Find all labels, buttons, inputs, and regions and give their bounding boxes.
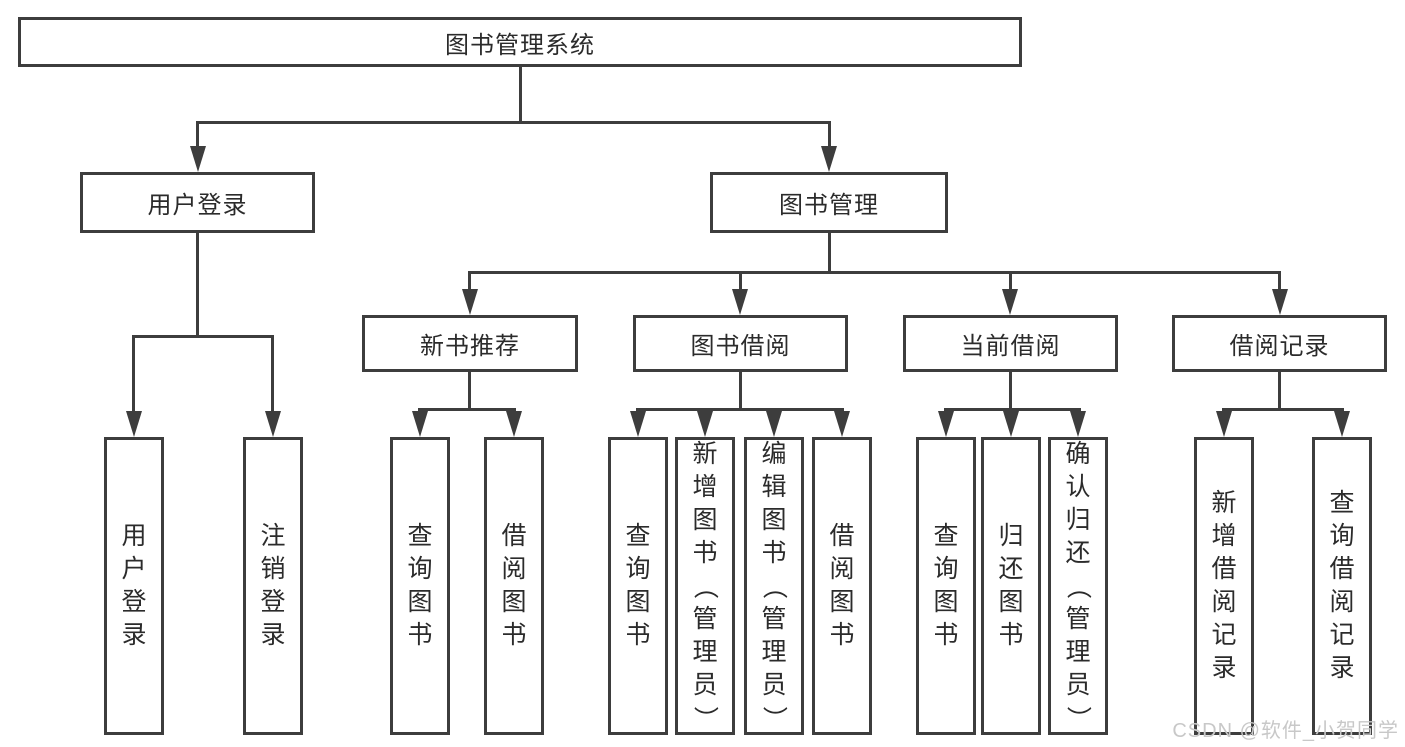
arrow-down-icon — [126, 411, 142, 437]
node-label: 查询图书 — [933, 522, 959, 649]
node-label: 用户登录 — [147, 192, 248, 219]
node-query-books-recommend: 查询图书 — [390, 437, 450, 735]
arrow-down-icon — [1334, 411, 1350, 437]
node-logout-leaf: 注销登录 — [243, 437, 303, 735]
node-book-management: 图书管理 — [710, 172, 948, 233]
node-query-books-current: 查询图书 — [916, 437, 976, 735]
connector-book-management-bar — [468, 271, 1281, 274]
connector-stem — [1009, 372, 1012, 408]
node-borrowing-records: 借阅记录 — [1172, 315, 1387, 372]
node-query-books-borrowing: 查询图书 — [608, 437, 668, 735]
arrow-down-icon — [834, 411, 850, 437]
node-query-borrow-record: 查询借阅记录 — [1312, 437, 1372, 735]
node-borrow-books-recommend: 借阅图书 — [484, 437, 544, 735]
connector-bar — [418, 408, 516, 411]
arrow-down-icon — [190, 146, 206, 172]
connector-drop — [468, 271, 471, 291]
connector-drop — [1278, 271, 1281, 291]
connector-stem — [468, 372, 471, 408]
node-label: 查询图书 — [625, 522, 651, 649]
node-label: 图书管理 — [779, 192, 879, 219]
node-label: 注销登录 — [260, 522, 286, 649]
node-current-borrowing: 当前借阅 — [903, 315, 1118, 372]
connector-drop-user-login — [196, 121, 199, 149]
arrow-down-icon — [821, 146, 837, 172]
node-add-books-admin: 新增图书（管理员） — [675, 437, 735, 735]
node-label: 借阅图书 — [501, 522, 527, 649]
arrow-down-icon — [697, 411, 713, 437]
connector-drop — [271, 335, 274, 413]
node-label: 查询图书 — [407, 522, 433, 649]
node-label: 编辑图书（管理员） — [760, 439, 789, 731]
node-new-book-recommendation: 新书推荐 — [362, 315, 578, 372]
connector-drop-book-management — [828, 121, 831, 149]
arrow-down-icon — [412, 411, 428, 437]
connector-stem — [739, 372, 742, 408]
node-edit-books-admin: 编辑图书（管理员） — [744, 437, 804, 735]
arrow-down-icon — [938, 411, 954, 437]
node-return-books: 归还图书 — [981, 437, 1041, 735]
arrow-down-icon — [506, 411, 522, 437]
node-label: 图书管理系统 — [445, 31, 595, 59]
arrow-down-icon — [462, 289, 478, 315]
connector-bar — [636, 408, 844, 411]
node-label: 新书推荐 — [420, 333, 520, 360]
node-borrow-books-borrowing: 借阅图书 — [812, 437, 872, 735]
connector-stem — [1278, 372, 1281, 408]
node-label: 确认归还（管理员） — [1064, 439, 1093, 731]
connector-root-bar — [196, 121, 831, 124]
node-label: 借阅记录 — [1229, 333, 1330, 360]
arrow-down-icon — [1003, 411, 1019, 437]
node-label: 用户登录 — [121, 522, 147, 649]
connector-drop — [739, 271, 742, 291]
arrow-down-icon — [1216, 411, 1232, 437]
connector-bar — [1222, 408, 1344, 411]
node-label: 借阅图书 — [829, 522, 855, 649]
connector-drop — [132, 335, 135, 413]
node-label: 图书借阅 — [690, 333, 791, 360]
node-user-login-leaf: 用户登录 — [104, 437, 164, 735]
arrow-down-icon — [265, 411, 281, 437]
node-book-borrowing: 图书借阅 — [633, 315, 848, 372]
node-library-management-system: 图书管理系统 — [18, 17, 1022, 67]
connector-user-login-stem — [196, 233, 199, 335]
node-add-borrow-record: 新增借阅记录 — [1194, 437, 1254, 735]
arrow-down-icon — [732, 289, 748, 315]
node-label: 新增借阅记录 — [1211, 489, 1237, 682]
node-label: 归还图书 — [998, 522, 1024, 649]
arrow-down-icon — [1272, 289, 1288, 315]
connector-book-management-stem — [828, 233, 831, 271]
watermark-text: CSDN @软件_小贺同学 — [1172, 720, 1399, 742]
arrow-down-icon — [1002, 289, 1018, 315]
node-user-login: 用户登录 — [80, 172, 315, 233]
connector-drop — [1009, 271, 1012, 291]
node-label: 当前借阅 — [960, 333, 1061, 360]
arrow-down-icon — [766, 411, 782, 437]
node-confirm-return-admin: 确认归还（管理员） — [1048, 437, 1108, 735]
arrow-down-icon — [630, 411, 646, 437]
connector-user-login-bar — [132, 335, 274, 338]
node-label: 查询借阅记录 — [1329, 489, 1355, 682]
node-label: 新增图书（管理员） — [691, 439, 720, 731]
arrow-down-icon — [1070, 411, 1086, 437]
connector-root-stem — [519, 67, 522, 121]
